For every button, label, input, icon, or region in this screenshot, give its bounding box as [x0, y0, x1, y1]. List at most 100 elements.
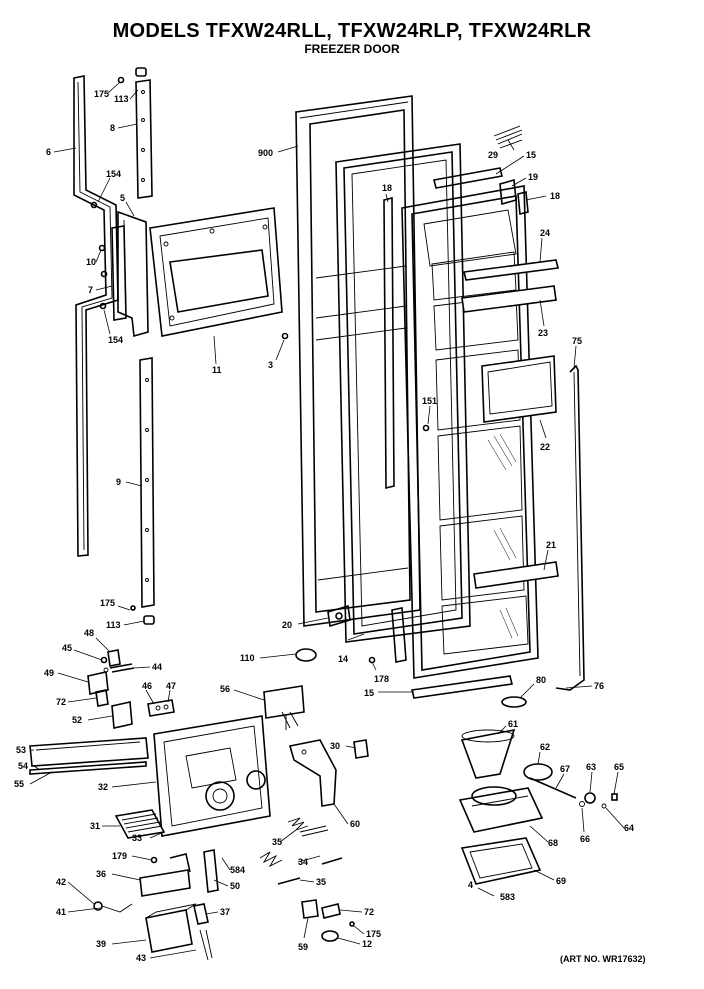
label-32: 32 — [98, 782, 108, 792]
part-80 — [501, 696, 527, 708]
label-30: 30 — [330, 741, 340, 751]
lever-49 — [87, 671, 109, 695]
bushing-110 — [295, 648, 317, 662]
label-113: 113 — [114, 94, 129, 104]
label-584: 584 — [230, 865, 245, 875]
label-35: 35 — [316, 877, 326, 887]
light-cover-53-54-55 — [29, 737, 149, 775]
label-33: 33 — [132, 833, 142, 843]
label-3: 3 — [268, 360, 273, 370]
label-65: 65 — [614, 762, 624, 772]
label-21: 21 — [546, 540, 556, 550]
tray-69 — [460, 837, 542, 885]
dispenser-recess-panel-11 — [149, 207, 283, 337]
label-60: 60 — [350, 819, 360, 829]
nut-63 — [584, 792, 596, 804]
label-15: 15 — [364, 688, 374, 698]
part-65 — [611, 793, 618, 801]
screw-175-lower — [349, 921, 355, 927]
label-29: 29 — [488, 150, 498, 160]
leader-lines — [29, 81, 625, 959]
label-179: 179 — [112, 851, 127, 861]
screw-45 — [100, 656, 108, 664]
part-66 — [579, 801, 585, 807]
label-23: 23 — [538, 328, 548, 338]
label-68: 68 — [548, 838, 558, 848]
cap-113-bottom — [143, 615, 155, 625]
label-12: 12 — [362, 939, 372, 949]
label-59: 59 — [298, 942, 308, 952]
label-175: 175 — [366, 929, 381, 939]
screw-151 — [422, 424, 430, 432]
label-18: 18 — [382, 183, 392, 193]
label-56: 56 — [220, 684, 230, 694]
label-48: 48 — [84, 628, 94, 638]
label-67: 67 — [560, 764, 570, 774]
outer-door-900 — [295, 95, 421, 627]
arm-60 — [288, 739, 337, 807]
label-18: 18 — [550, 191, 560, 201]
rod-67 — [529, 777, 577, 799]
bracket-30 — [353, 739, 369, 759]
label-15: 15 — [526, 150, 536, 160]
part-59 — [301, 899, 319, 919]
label-110: 110 — [240, 653, 255, 663]
trim-18-left — [383, 196, 395, 490]
spring-584 — [259, 851, 283, 868]
label-66: 66 — [580, 834, 590, 844]
label-24: 24 — [540, 228, 550, 238]
shelf-retainer-15-bottom — [411, 675, 513, 699]
chute-68 — [458, 786, 544, 833]
label-31: 31 — [90, 821, 100, 831]
label-10: 10 — [86, 257, 96, 267]
screws-154 — [90, 201, 108, 310]
handle-bracket-5-7 — [111, 210, 149, 338]
label-43: 43 — [136, 953, 146, 963]
wire-43 — [199, 929, 213, 961]
label-154: 154 — [106, 169, 121, 179]
diagram-title: MODELS TFXW24RLL, TFXW24RLP, TFXW24RLR — [112, 20, 592, 42]
label-46: 46 — [142, 681, 152, 691]
hinge-cover-strip-9 — [139, 357, 155, 608]
label-11: 11 — [212, 365, 222, 375]
label-34: 34 — [298, 857, 308, 867]
door-gasket-14 — [335, 143, 471, 643]
part-46-47 — [147, 699, 175, 717]
rod-75-76 — [555, 364, 585, 691]
label-80: 80 — [536, 675, 546, 685]
part-12 — [321, 930, 339, 942]
label-175: 175 — [100, 598, 115, 608]
label-9: 9 — [116, 477, 121, 487]
pin-35-bottom — [277, 857, 343, 885]
label-50: 50 — [230, 881, 240, 891]
housing-32-33 — [153, 715, 271, 837]
screw-179 — [150, 856, 158, 864]
label-19: 19 — [528, 172, 538, 182]
trim-14-side — [391, 607, 407, 663]
cover-22 — [481, 355, 557, 423]
label-583: 583 — [500, 892, 515, 902]
part-64 — [601, 803, 607, 809]
diagram-subtitle: FREEZER DOOR — [304, 42, 400, 56]
label-44: 44 — [152, 662, 162, 672]
bin-21 — [473, 561, 559, 589]
lever-50 — [203, 849, 219, 893]
screw-3 — [281, 332, 289, 340]
label-175: 175 — [94, 89, 109, 99]
cap-113-top — [135, 67, 147, 77]
bracket-36 — [139, 853, 191, 897]
label-45: 45 — [62, 643, 72, 653]
box-39 — [145, 903, 197, 953]
label-113: 113 — [106, 620, 121, 630]
label-72: 72 — [364, 907, 374, 917]
hinge-cover-strip-8 — [135, 79, 153, 199]
bin-23 — [461, 285, 557, 313]
label-42: 42 — [56, 877, 66, 887]
part-72-right — [321, 903, 341, 919]
label-64: 64 — [624, 823, 634, 833]
label-7: 7 — [88, 285, 93, 295]
label-36: 36 — [96, 869, 106, 879]
label-20: 20 — [282, 620, 292, 630]
label-6: 6 — [46, 147, 51, 157]
